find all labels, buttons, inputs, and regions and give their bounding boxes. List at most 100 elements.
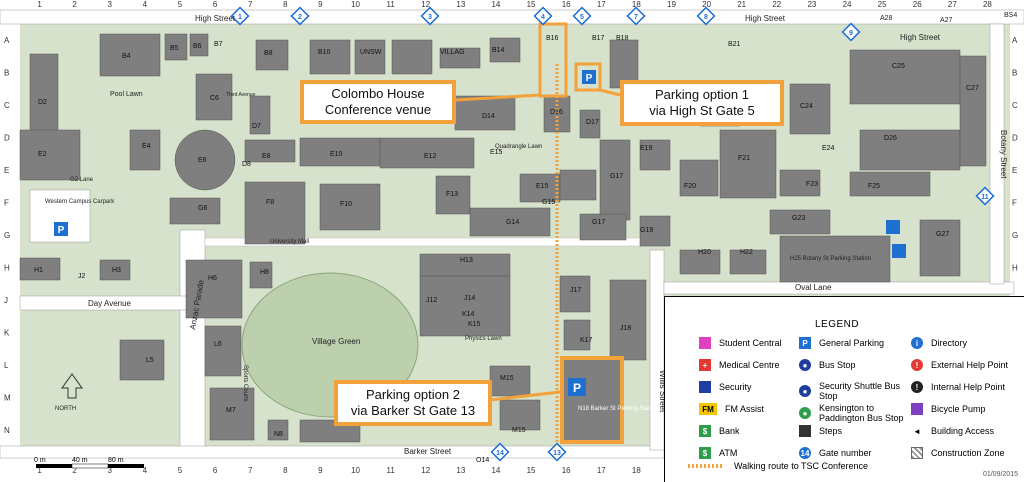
building-label-d16: D16: [550, 109, 563, 116]
building-label-h3: H3: [112, 267, 121, 274]
building-label-c24: C24: [800, 103, 813, 110]
external-help-point-icon: !: [911, 359, 923, 371]
building-label-j2: J2: [78, 273, 86, 280]
gate-1-marker: 1: [230, 6, 250, 26]
legend-item: Steps: [799, 425, 842, 437]
building-label-j14: J14: [464, 295, 475, 302]
building-label-b21: B21: [728, 41, 741, 48]
building-label-h8: H8: [260, 269, 269, 276]
legend-item-label: Directory: [931, 338, 968, 348]
label-day-avenue: Day Avenue: [88, 299, 132, 308]
grid-col-7: 7: [248, 0, 253, 9]
label-village-green: Village Green: [312, 337, 360, 346]
grid-row-C: C: [4, 101, 10, 110]
legend-item: !Internal Help Point: [911, 381, 1005, 393]
legend-item-label: Internal Help Point: [931, 382, 1006, 392]
grid-col-13: 13: [456, 0, 465, 9]
building-label-d26: D26: [884, 135, 897, 142]
label-a28: A28: [880, 15, 893, 22]
building-label-b7: B7: [214, 41, 223, 48]
callout-colombo-house: Colombo House Conference venue: [300, 80, 456, 124]
legend-item-label: Security Shuttle Bus Stop: [819, 381, 901, 401]
grid-labels: 1122334455667788991010111112121313141415…: [4, 0, 1018, 475]
legend-item-label: ATM: [719, 448, 738, 458]
callout-p2-line1: Parking option 2: [366, 387, 460, 402]
grid-col-5: 5: [178, 0, 183, 9]
label-willis-street: Willis Street: [658, 370, 667, 413]
gate-number: 14: [496, 450, 504, 457]
grid-row-D: D: [1012, 134, 1018, 143]
gate-icon: [696, 6, 716, 26]
gate-icon: [975, 186, 995, 206]
legend-item-label: Bank: [719, 426, 740, 436]
grid-col-24: 24: [843, 0, 852, 9]
grid-col-15: 15: [527, 466, 536, 475]
gate-icon: [841, 22, 861, 42]
gate-icon: [547, 442, 567, 462]
barker-parking-highlight: [560, 356, 624, 444]
gate-number: 9: [849, 30, 853, 37]
building-label-c27: C27: [966, 85, 979, 92]
grid-col-4: 4: [143, 466, 148, 475]
grid-col-2: 2: [72, 0, 77, 9]
label-high-street-2: High Street: [745, 14, 786, 23]
callout-colombo-line1: Colombo House: [331, 86, 425, 101]
building-label-f17: G17: [610, 173, 623, 180]
colombo-house-highlight: [538, 22, 568, 98]
label-g2-lane: G2 Lane: [70, 177, 94, 183]
legend-item: $ATM: [699, 447, 737, 459]
grid-col-11: 11: [386, 466, 395, 475]
building-label-j12: J12: [426, 297, 437, 304]
building-label-c25: C25: [892, 63, 905, 70]
building-label-e10: E10: [330, 151, 343, 158]
grid-row-J: J: [4, 296, 8, 305]
label-pool-lawn: Pool Lawn: [110, 91, 143, 98]
grid-col-25: 25: [878, 0, 887, 9]
building-label-f8: F8: [266, 199, 274, 206]
label-third-avenue: Third Avenue: [226, 92, 256, 98]
gate-5-marker: 5: [572, 6, 592, 26]
grid-col-19: 19: [667, 0, 676, 9]
security-shuttle-bus-stop-icon: ●: [799, 385, 811, 397]
scale-0: 0 m: [34, 457, 46, 464]
grid-col-14: 14: [491, 466, 500, 475]
label-physics-lawn: Physics Lawn: [465, 336, 502, 342]
grid-col-20: 20: [702, 0, 711, 9]
gate-3-marker: 3: [420, 6, 440, 26]
gate-14-marker: 14: [490, 442, 510, 462]
grid-row-F: F: [1012, 199, 1017, 208]
legend-item: Bicycle Pump: [911, 403, 986, 415]
walking-route-legend: Walking route to TSC Conference: [688, 461, 868, 471]
gate-number: 2: [298, 14, 302, 21]
bus-stop-icon: ●: [799, 359, 811, 371]
building-label-g14: G14: [506, 219, 519, 226]
gate-11-marker: 11: [975, 186, 995, 206]
building-label-n8: N8: [274, 431, 283, 438]
building-label-j18: J18: [620, 325, 631, 332]
building-label-g27: G27: [936, 231, 949, 238]
grid-col-5: 5: [178, 466, 183, 475]
grid-col-23: 23: [807, 0, 816, 9]
callout-parking-option-2: Parking option 2 via Barker St Gate 13: [334, 380, 492, 426]
grid-row-L: L: [4, 361, 9, 370]
legend-item-label: Steps: [819, 426, 843, 436]
legend-item-label: External Help Point: [931, 360, 1009, 370]
building-label-h6: H6: [208, 275, 217, 282]
grid-row-B: B: [1012, 69, 1017, 78]
label-bs4: BS4: [1004, 12, 1017, 19]
walking-route-swatch: [688, 464, 724, 468]
grid-col-16: 16: [562, 466, 571, 475]
building-label-e19: E19: [640, 145, 653, 152]
gate-7-marker: 7: [626, 6, 646, 26]
grid-row-A: A: [1012, 36, 1018, 45]
building-label-m15: M15: [500, 375, 514, 382]
grid-col-8: 8: [283, 466, 288, 475]
grid-col-4: 4: [143, 0, 148, 9]
grid-col-28: 28: [983, 0, 992, 9]
building-label-b6: B6: [193, 43, 202, 50]
callout-p1-line1: Parking option 1: [655, 87, 749, 102]
